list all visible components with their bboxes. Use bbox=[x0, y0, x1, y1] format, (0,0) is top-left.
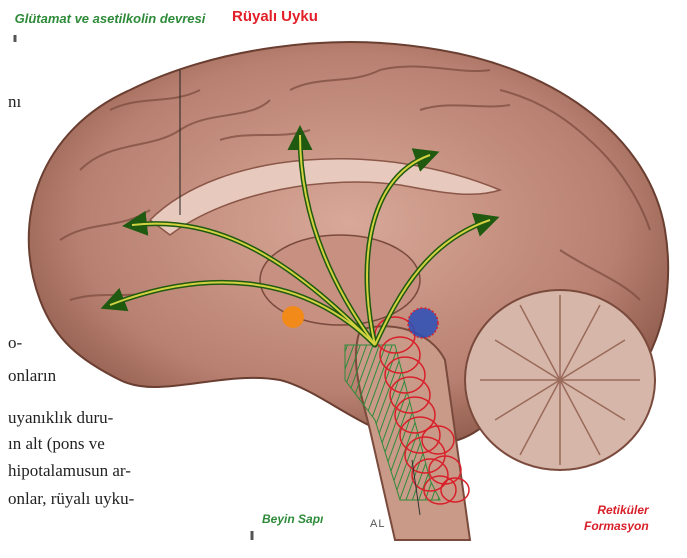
orange-nucleus bbox=[282, 306, 304, 328]
body-text-line: o- bbox=[8, 333, 22, 353]
reticular-label-line1: Retiküler bbox=[584, 502, 649, 518]
body-text-line: nı bbox=[8, 92, 21, 112]
reticular-formation-label: Retiküler Formasyon bbox=[584, 502, 649, 534]
reticular-label-line2: Formasyon bbox=[584, 518, 649, 534]
faded-caption: AL bbox=[370, 518, 385, 530]
body-text-line: ın alt (pons ve bbox=[8, 434, 105, 454]
cerebellum bbox=[465, 290, 655, 470]
circuit-label: Glütamat ve asetilkolin devresi bbox=[12, 10, 208, 27]
body-text-line: hipotalamusun ar- bbox=[8, 461, 131, 481]
body-text-line: onlar, rüyalı uyku- bbox=[8, 489, 134, 509]
brainstem-label: Beyin Sapı bbox=[262, 512, 323, 526]
body-text-line: uyanıklık duru- bbox=[8, 408, 113, 428]
body-text-line: onların bbox=[8, 366, 56, 386]
diagram-title: Rüyalı Uyku bbox=[232, 8, 318, 25]
